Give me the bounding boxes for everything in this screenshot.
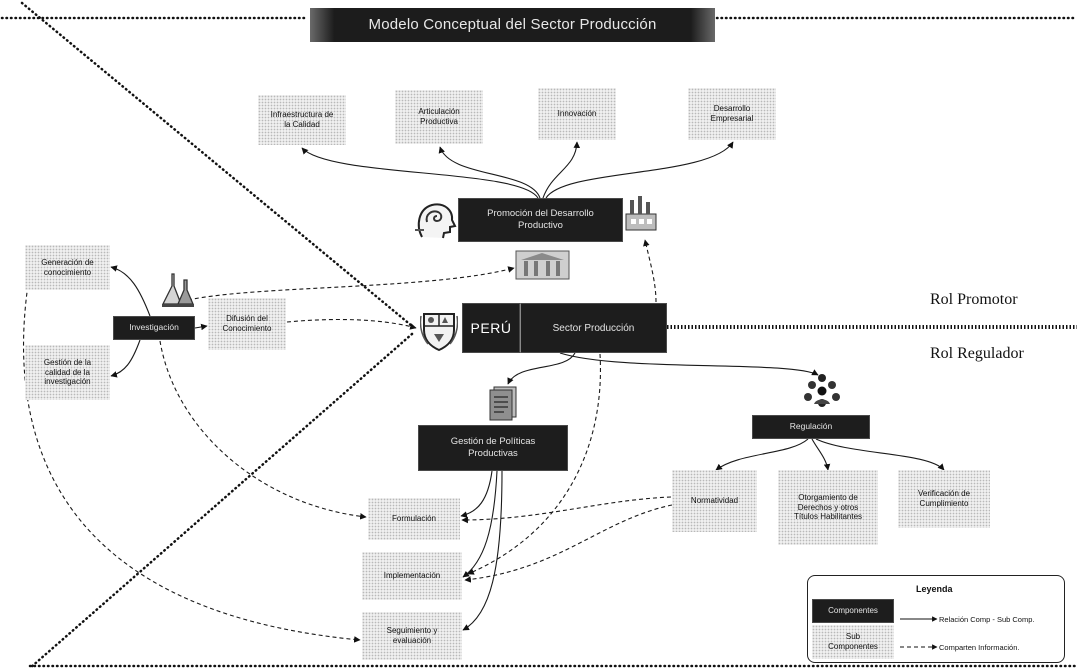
edge-regulacion-otorgamiento <box>811 438 831 471</box>
legend-component-swatch: Componentes <box>812 599 894 623</box>
legend: Leyenda Componentes Sub Componentes Rela… <box>807 575 1065 663</box>
subcomponent-label: Seguimiento y evaluación <box>386 626 438 645</box>
legend-title: Leyenda <box>916 584 953 594</box>
subcomponent-label: Generación de conocimiento <box>41 257 94 277</box>
peru-label-box: PERÚ <box>462 303 520 353</box>
shared-investigacion-formulacion <box>159 340 367 520</box>
shared-generacion-seguimiento <box>22 271 361 643</box>
edge-promocion-articulacion <box>438 146 541 199</box>
shared-normatividad-implementacion <box>464 504 673 583</box>
shared-sector-promocion <box>643 239 657 303</box>
component-investigacion: Investigación <box>113 316 195 340</box>
legend-component-label: Componentes <box>828 605 878 615</box>
diagonal-upper-line <box>20 1 414 328</box>
legend-subcomponent-swatch: Sub Componentes <box>812 625 894 659</box>
legend-relation-label: Relación Comp - Sub Comp. <box>939 615 1035 624</box>
edge-sector-politicas <box>507 352 576 385</box>
subcomponent-verificacion: Verificación de Cumplimiento <box>898 470 990 528</box>
component-label: Investigación <box>129 322 179 333</box>
subcomponent-label: Innovación <box>557 109 597 119</box>
component-sector-produccion: Sector Producción <box>520 303 667 353</box>
subcomponent-label: Desarrollo Empresarial <box>710 104 754 123</box>
subcomponent-normatividad: Normatividad <box>672 470 757 532</box>
edge-regulacion-normatividad <box>715 438 809 471</box>
legend-shared-label: Comparten Información. <box>939 643 1020 652</box>
shared-investigacion-promocion <box>187 266 515 301</box>
brain-head-icon <box>412 200 457 240</box>
subcomponent-implementacion: Implementación <box>362 552 462 600</box>
subcomponent-label: Normatividad <box>690 496 739 506</box>
subcomponent-label: Verificación de Cumplimiento <box>917 489 971 508</box>
subcomponent-difusion: Difusión del Conocimiento <box>208 298 286 350</box>
edge-politicas-seguimiento <box>462 470 503 631</box>
component-promocion: Promoción del Desarrollo Productivo <box>458 198 623 242</box>
subcomponent-otorgamiento: Otorgamiento de Derechos y otros Títulos… <box>778 470 878 545</box>
shared-normatividad-formulacion <box>461 496 672 524</box>
subcomponent-label: Implementación <box>383 571 441 581</box>
component-label: Promoción del Desarrollo Productivo <box>487 207 594 231</box>
subcomponent-label: Gestión de la calidad de la investigació… <box>43 358 92 387</box>
building-icon <box>515 250 570 280</box>
role-regulador-label: Rol Regulador <box>930 345 1024 362</box>
diagonal-lower-line <box>28 332 414 670</box>
people-group-icon <box>800 372 845 410</box>
component-label: Regulación <box>789 421 833 432</box>
role-promotor-label: Rol Promotor <box>930 291 1018 308</box>
document-stack-icon <box>485 385 520 423</box>
diagram-title-text: Modelo Conceptual del Sector Producción <box>368 16 657 34</box>
subcomponent-infraestructura: Infraestructura de la Calidad <box>258 95 346 145</box>
subcomponent-label: Infraestructura de la Calidad <box>270 110 334 129</box>
component-label: Sector Producción <box>552 322 635 334</box>
shared-sector-implementacion <box>467 353 602 575</box>
factory-icon <box>622 194 660 234</box>
edge-politicas-formulacion <box>460 470 493 518</box>
edge-investigacion-difusion <box>194 323 208 331</box>
component-regulacion: Regulación <box>752 415 870 439</box>
diagram-title: Modelo Conceptual del Sector Producción <box>310 8 715 42</box>
subcomponent-innovacion: Innovación <box>538 88 616 140</box>
edge-promocion-desarrollo <box>545 141 734 199</box>
legend-subcomponent-label: Sub Componentes <box>828 632 878 651</box>
edge-investigacion-gestion-calidad <box>110 339 141 378</box>
subcomponent-label: Difusión del Conocimiento <box>222 314 272 333</box>
subcomponent-label: Articulación Productiva <box>418 107 460 126</box>
subcomponent-gestion-calidad: Gestión de la calidad de la investigació… <box>25 345 110 400</box>
subcomponent-seguimiento: Seguimiento y evaluación <box>362 612 462 660</box>
peru-label: PERÚ <box>470 319 512 336</box>
peru-shield-icon <box>420 308 458 352</box>
subcomponent-label: Formulación <box>391 514 436 524</box>
lab-flask-icon <box>160 270 196 310</box>
subcomponent-articulacion: Articulación Productiva <box>395 90 483 144</box>
edge-investigacion-generacion <box>110 265 151 317</box>
edge-politicas-implementacion <box>462 470 498 578</box>
edge-promocion-innovacion <box>542 141 581 199</box>
component-politicas: Gestión de Políticas Productivas <box>418 425 568 471</box>
subcomponent-label: Otorgamiento de Derechos y otros Títulos… <box>793 493 863 522</box>
edge-promocion-infraestructura <box>301 147 539 199</box>
edge-regulacion-verificacion <box>815 438 945 471</box>
legend-line-samples <box>900 616 938 650</box>
subcomponent-desarrollo: Desarrollo Empresarial <box>688 88 776 140</box>
component-label: Gestión de Políticas Productivas <box>450 435 536 459</box>
subcomponent-generacion: Generación de conocimiento <box>25 245 110 290</box>
edge-sector-regulacion <box>559 352 819 376</box>
shared-difusion-sector <box>286 318 417 330</box>
subcomponent-formulacion: Formulación <box>368 498 460 540</box>
